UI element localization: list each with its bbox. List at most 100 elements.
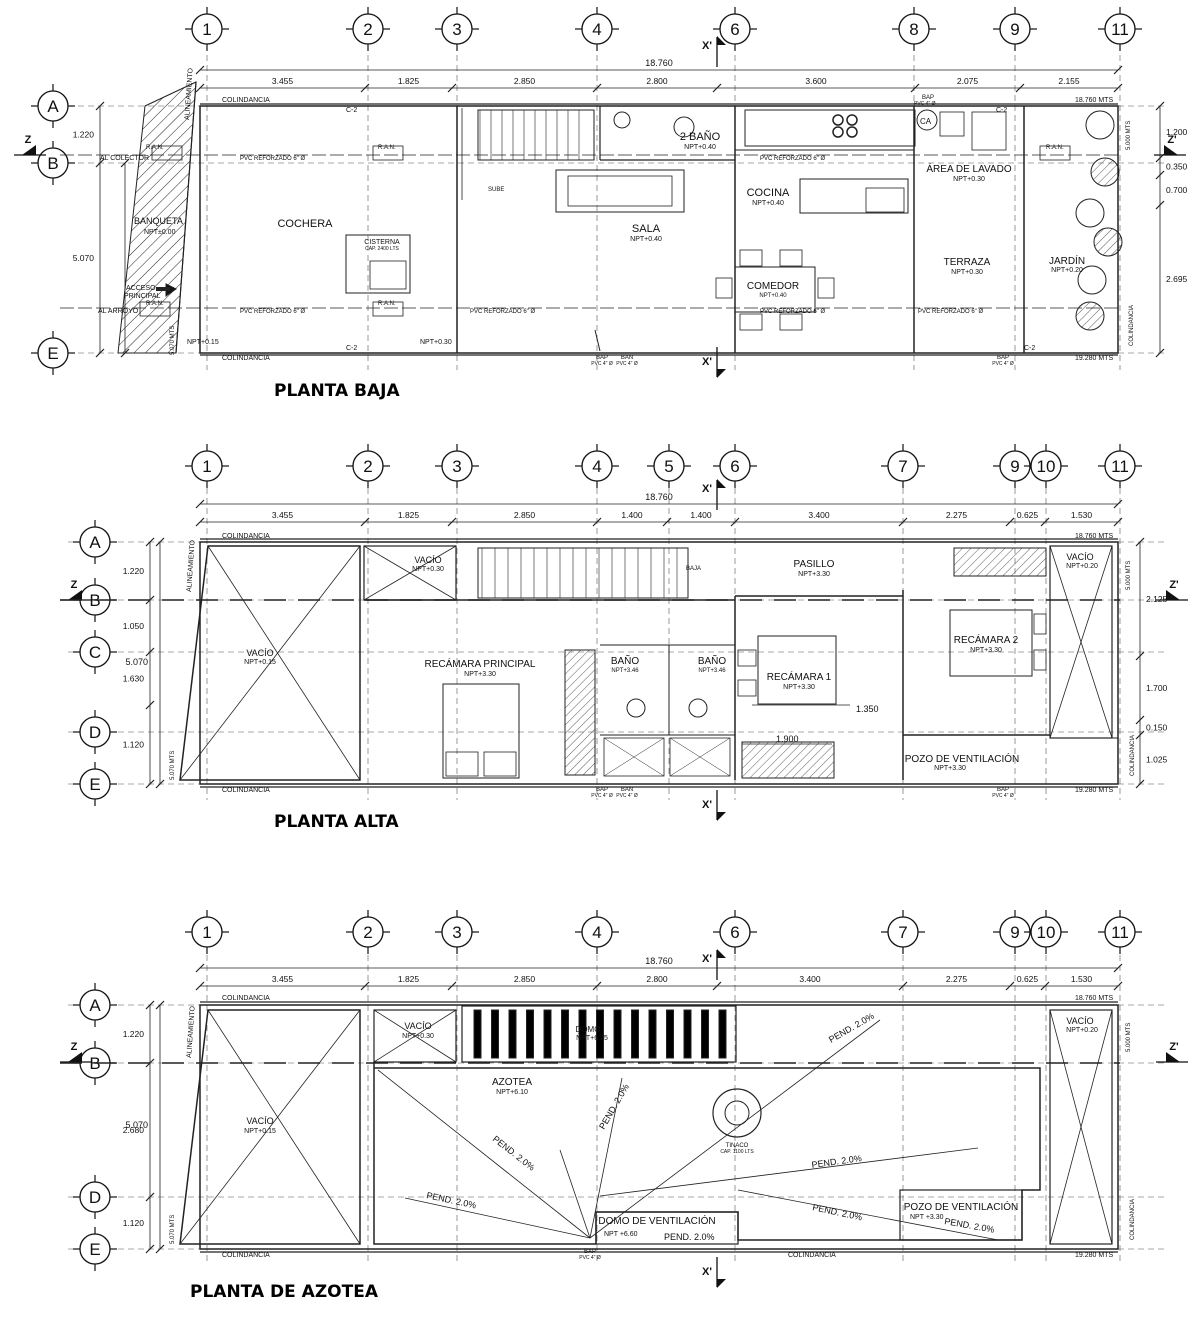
section-z-label: Z': [1169, 579, 1179, 591]
section-x-arrow: [717, 812, 726, 821]
vacio-npt: NPT+0.20: [1066, 1027, 1098, 1034]
dim-value: 2.850: [514, 510, 536, 520]
section-z-arrow: [1166, 590, 1180, 600]
bano-npt: NPT+3.46: [698, 668, 726, 674]
npt-label: NPT+0.30: [420, 339, 452, 346]
room-bano: BAÑO: [611, 654, 640, 667]
pvc-label: PVC REFORZADO 6" Ø: [470, 309, 535, 315]
closet-hatched: [953, 547, 1047, 577]
grid-bubble-1: 1: [185, 444, 229, 488]
room-bano: 2 BAÑO: [680, 130, 721, 143]
grid-bubble-1-label: 1: [202, 20, 211, 39]
dim-tick: [592, 981, 602, 991]
room-azotea: AZOTEA: [492, 1077, 532, 1088]
mts-label: 19.280 MTS: [1075, 1252, 1113, 1259]
grid-bubble-10-label: 10: [1037, 457, 1056, 476]
pozo-ventilacion: [899, 1189, 1023, 1241]
dining-table: [734, 266, 816, 313]
dim-total: 18.760: [645, 492, 673, 502]
room-domo-ventilacion: DOMO DE VENTILACIÓN: [598, 1214, 715, 1227]
grid-bubble-row: D: [73, 710, 117, 754]
dim-tick: [730, 517, 740, 527]
grid-bubble-8: 8: [892, 7, 936, 51]
domo-strip: [718, 1009, 727, 1059]
colindancia-label: COLINDANCIA: [788, 1252, 836, 1259]
shower-x: [669, 737, 731, 777]
pend-label: PEND. 2.0%: [944, 1216, 996, 1235]
dim-value: 3.455: [272, 510, 294, 520]
section-z-label: Z: [71, 1041, 78, 1053]
section-z-label: Z: [71, 579, 78, 591]
grid-bubble-row: C: [73, 630, 117, 674]
vacio-npt: NPT+0.15: [244, 1128, 276, 1135]
grid-bubble-2-label: 2: [363, 923, 372, 942]
dim-tick: [145, 700, 155, 710]
nightstand: [737, 679, 757, 697]
grid-bubble-7: 7: [881, 444, 925, 488]
dim-tick: [592, 83, 602, 93]
grid-bubble-10: 10: [1024, 910, 1068, 954]
ca-label: CA: [920, 117, 932, 126]
grid-bubble-row: E: [73, 1227, 117, 1271]
grid-bubble-4: 4: [575, 910, 619, 954]
slope-line: [599, 1147, 979, 1197]
vacio-small: [373, 1009, 457, 1063]
dim-tick: [1155, 101, 1165, 111]
jardin-npt: NPT+0.20: [1051, 267, 1083, 274]
domo-strip: [701, 1009, 709, 1059]
dim-tick: [120, 158, 130, 168]
nightstand: [737, 649, 757, 667]
vdim-total: 5.070: [125, 657, 148, 667]
grid-bubble-row-label: E: [89, 1240, 100, 1259]
grid-bubble-3: 3: [435, 444, 479, 488]
dim-tick: [95, 101, 105, 111]
domo: [461, 1005, 737, 1063]
section-z-arrow: [68, 590, 82, 600]
pvc-label: PVC REFORZADO 6" Ø: [760, 156, 825, 162]
room-pozo: POZO DE VENTILACIÓN: [905, 752, 1019, 765]
dim-value: 3.400: [808, 510, 830, 520]
grid-bubble-row-label: A: [47, 97, 59, 116]
dim-value: 1.400: [690, 510, 712, 520]
grid-bubble-9: 9: [993, 444, 1037, 488]
slope-line: [589, 1077, 623, 1239]
azotea-outline: [373, 1062, 1041, 1245]
dim-value: 2.850: [514, 974, 536, 984]
section-z-arrow: [68, 1052, 82, 1062]
pend-label: PEND. 2.0%: [426, 1190, 478, 1210]
slope-line: [377, 1069, 591, 1239]
dim-tick: [95, 158, 105, 168]
vacio-cross: [1049, 545, 1113, 739]
grid-bubble-row-label: C: [89, 643, 101, 662]
dim-tick: [360, 83, 370, 93]
room-pozo: POZO DE VENTILACIÓN: [904, 1200, 1018, 1213]
plan2-outline: [199, 541, 1119, 785]
dim-value: 1.825: [398, 510, 420, 520]
pvc-label: PVC REFORZADO 6" Ø: [240, 156, 305, 162]
dim-tick: [195, 517, 205, 527]
kitchen-counter-top: [744, 109, 916, 147]
vdim-value: 0.700: [1166, 185, 1188, 195]
nightstand: [1033, 649, 1047, 671]
dim-value: 2.800: [646, 76, 668, 86]
colindancia-label: COLINDANCIA: [222, 97, 270, 104]
grid-bubble-1: 1: [185, 910, 229, 954]
vdim-value: 1.220: [73, 130, 95, 140]
pvc-label: PVC REFORZADO 6" Ø: [918, 309, 983, 315]
dim-value: 0.625: [1017, 510, 1039, 520]
grid-bubble-11-label: 11: [1111, 923, 1129, 942]
acceso-label: PRINCIPAL: [124, 293, 161, 300]
grid-bubble-7-label: 7: [898, 923, 907, 942]
dim-tick: [155, 779, 165, 789]
dim-tick: [1155, 153, 1165, 163]
grid-bubble-2: 2: [346, 7, 390, 51]
grid-bubble-7: 7: [881, 910, 925, 954]
grid-bubble-row-label: E: [89, 775, 100, 794]
dim-tick: [1040, 517, 1050, 527]
grid-bubble-row-label: B: [47, 154, 58, 173]
ban-label: BAN: [621, 787, 633, 793]
ran-label: R.A.N.: [378, 301, 396, 307]
bap-label: BAP: [997, 787, 1009, 793]
